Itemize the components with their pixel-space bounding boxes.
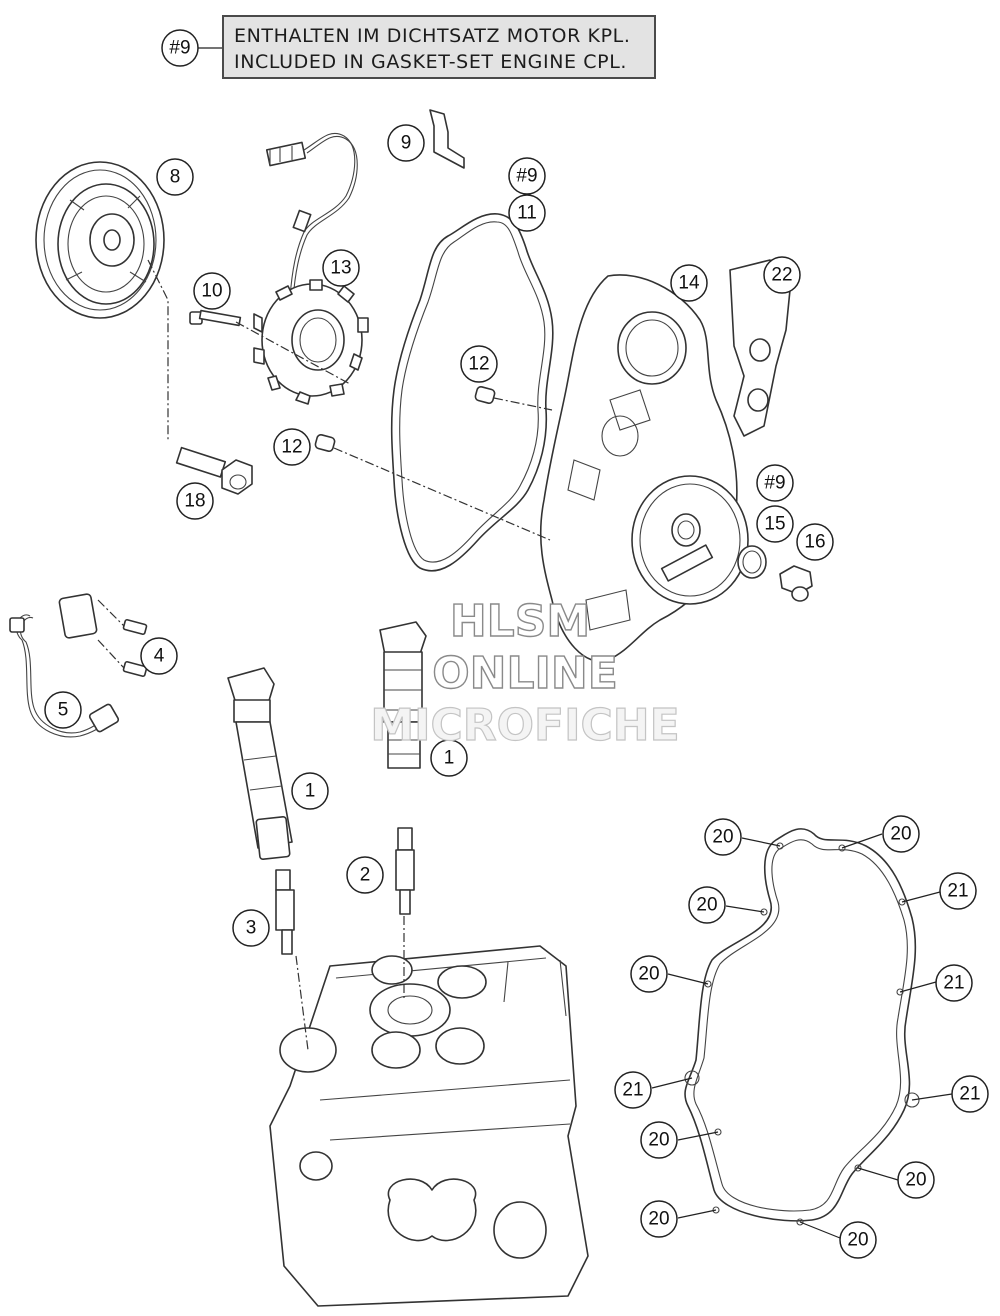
callout-notice: #9 xyxy=(161,29,199,67)
svg-text:21: 21 xyxy=(943,973,964,994)
callout-1-left: 1 xyxy=(291,772,329,810)
svg-text:20: 20 xyxy=(890,824,911,845)
svg-text:12: 12 xyxy=(468,354,489,375)
svg-text:22: 22 xyxy=(771,265,792,286)
svg-text:13: 13 xyxy=(330,258,351,279)
callout-3: 3 xyxy=(232,909,270,947)
notice-line-german: ENTHALTEN IM DICHTSATZ MOTOR KPL. xyxy=(234,25,631,47)
svg-text:#9: #9 xyxy=(516,166,537,187)
svg-text:2: 2 xyxy=(360,865,371,886)
watermark-line-3: MICROFICHE xyxy=(370,699,681,751)
callout-1-right: 1 xyxy=(430,739,468,777)
callout-21-b: 21 xyxy=(935,964,973,1002)
dowel-pins xyxy=(314,386,496,452)
callout-20-d: 20 xyxy=(630,955,668,993)
o-ring xyxy=(737,545,767,579)
svg-text:11: 11 xyxy=(517,203,537,224)
rotor-bolt xyxy=(175,446,253,495)
svg-text:14: 14 xyxy=(678,273,700,294)
callout-20-g: 20 xyxy=(640,1200,678,1238)
callout-18: 18 xyxy=(176,482,214,520)
svg-text:21: 21 xyxy=(622,1080,643,1101)
assembly-lines xyxy=(97,259,553,1051)
callout-9-gasket: #9 xyxy=(508,157,546,195)
callout-20-a: 20 xyxy=(704,818,742,856)
callout-20-c: 20 xyxy=(688,886,726,924)
callout-21-a: 21 xyxy=(939,872,977,910)
callout-22: 22 xyxy=(763,256,801,294)
watermark-line-2: ONLINE xyxy=(432,647,619,699)
svg-text:#9: #9 xyxy=(764,473,785,494)
callout-10: 10 xyxy=(193,272,231,310)
callout-13: 13 xyxy=(322,249,360,287)
svg-text:20: 20 xyxy=(696,895,717,916)
svg-text:15: 15 xyxy=(764,514,785,535)
svg-text:20: 20 xyxy=(648,1209,669,1230)
callout-11: 11 xyxy=(508,194,546,232)
generator-cover xyxy=(539,274,749,663)
cable-clip xyxy=(429,109,465,169)
callout-20-e: 20 xyxy=(640,1121,678,1159)
gasket-set-notice: ENTHALTEN IM DICHTSATZ MOTOR KPL. INCLUD… xyxy=(222,15,656,79)
svg-text:21: 21 xyxy=(947,881,968,902)
stator-bolt xyxy=(189,309,242,327)
callout-5: 5 xyxy=(44,691,82,729)
leader-lines xyxy=(198,47,953,1239)
ignition-coil-right xyxy=(379,621,427,769)
ignition-coil-left xyxy=(227,667,293,860)
spark-plug-left xyxy=(275,869,295,955)
callout-12-lower: 12 xyxy=(273,428,311,466)
callout-8: 8 xyxy=(156,158,194,196)
svg-text:21: 21 xyxy=(959,1084,980,1105)
svg-text:20: 20 xyxy=(847,1230,868,1251)
stator xyxy=(253,279,369,405)
callout-9: 9 xyxy=(387,124,425,162)
svg-text:4: 4 xyxy=(154,646,165,667)
callout-20-h: 20 xyxy=(839,1221,877,1259)
notice-line-english: INCLUDED IN GASKET-SET ENGINE CPL. xyxy=(234,51,628,73)
svg-text:12: 12 xyxy=(281,437,302,458)
callout-9-oring: #9 xyxy=(756,464,794,502)
svg-text:3: 3 xyxy=(246,918,257,939)
svg-text:20: 20 xyxy=(712,827,733,848)
callout-12-upper: 12 xyxy=(460,345,498,383)
svg-text:1: 1 xyxy=(444,748,455,769)
flywheel-rotor xyxy=(35,161,165,319)
svg-text:20: 20 xyxy=(905,1170,926,1191)
callout-20-f: 20 xyxy=(897,1161,935,1199)
watermark-line-1: HLSM xyxy=(449,595,591,647)
callout-20-b: 20 xyxy=(882,815,920,853)
svg-text:20: 20 xyxy=(648,1130,669,1151)
svg-text:#9: #9 xyxy=(169,38,190,59)
svg-text:9: 9 xyxy=(401,133,412,154)
stator-cable xyxy=(265,132,358,301)
callout-4: 4 xyxy=(140,637,178,675)
callout-14: 14 xyxy=(670,264,708,302)
svg-text:5: 5 xyxy=(58,700,69,721)
svg-text:8: 8 xyxy=(170,167,181,188)
svg-text:16: 16 xyxy=(804,532,825,553)
svg-text:18: 18 xyxy=(184,491,205,512)
screw-plug xyxy=(779,565,813,602)
callout-21-c: 21 xyxy=(614,1071,652,1109)
callout-2: 2 xyxy=(346,856,384,894)
cover-gasket xyxy=(390,213,554,572)
cylinder-head xyxy=(269,945,589,1307)
crank-sensor xyxy=(9,593,148,738)
spark-plug-right xyxy=(395,827,415,915)
svg-text:10: 10 xyxy=(201,281,222,302)
svg-text:1: 1 xyxy=(305,781,316,802)
svg-text:20: 20 xyxy=(638,964,659,985)
callout-21-d: 21 xyxy=(951,1075,989,1113)
cover-gasket-detail xyxy=(684,828,920,1226)
callout-15: 15 xyxy=(756,505,794,543)
callout-16: 16 xyxy=(796,523,834,561)
